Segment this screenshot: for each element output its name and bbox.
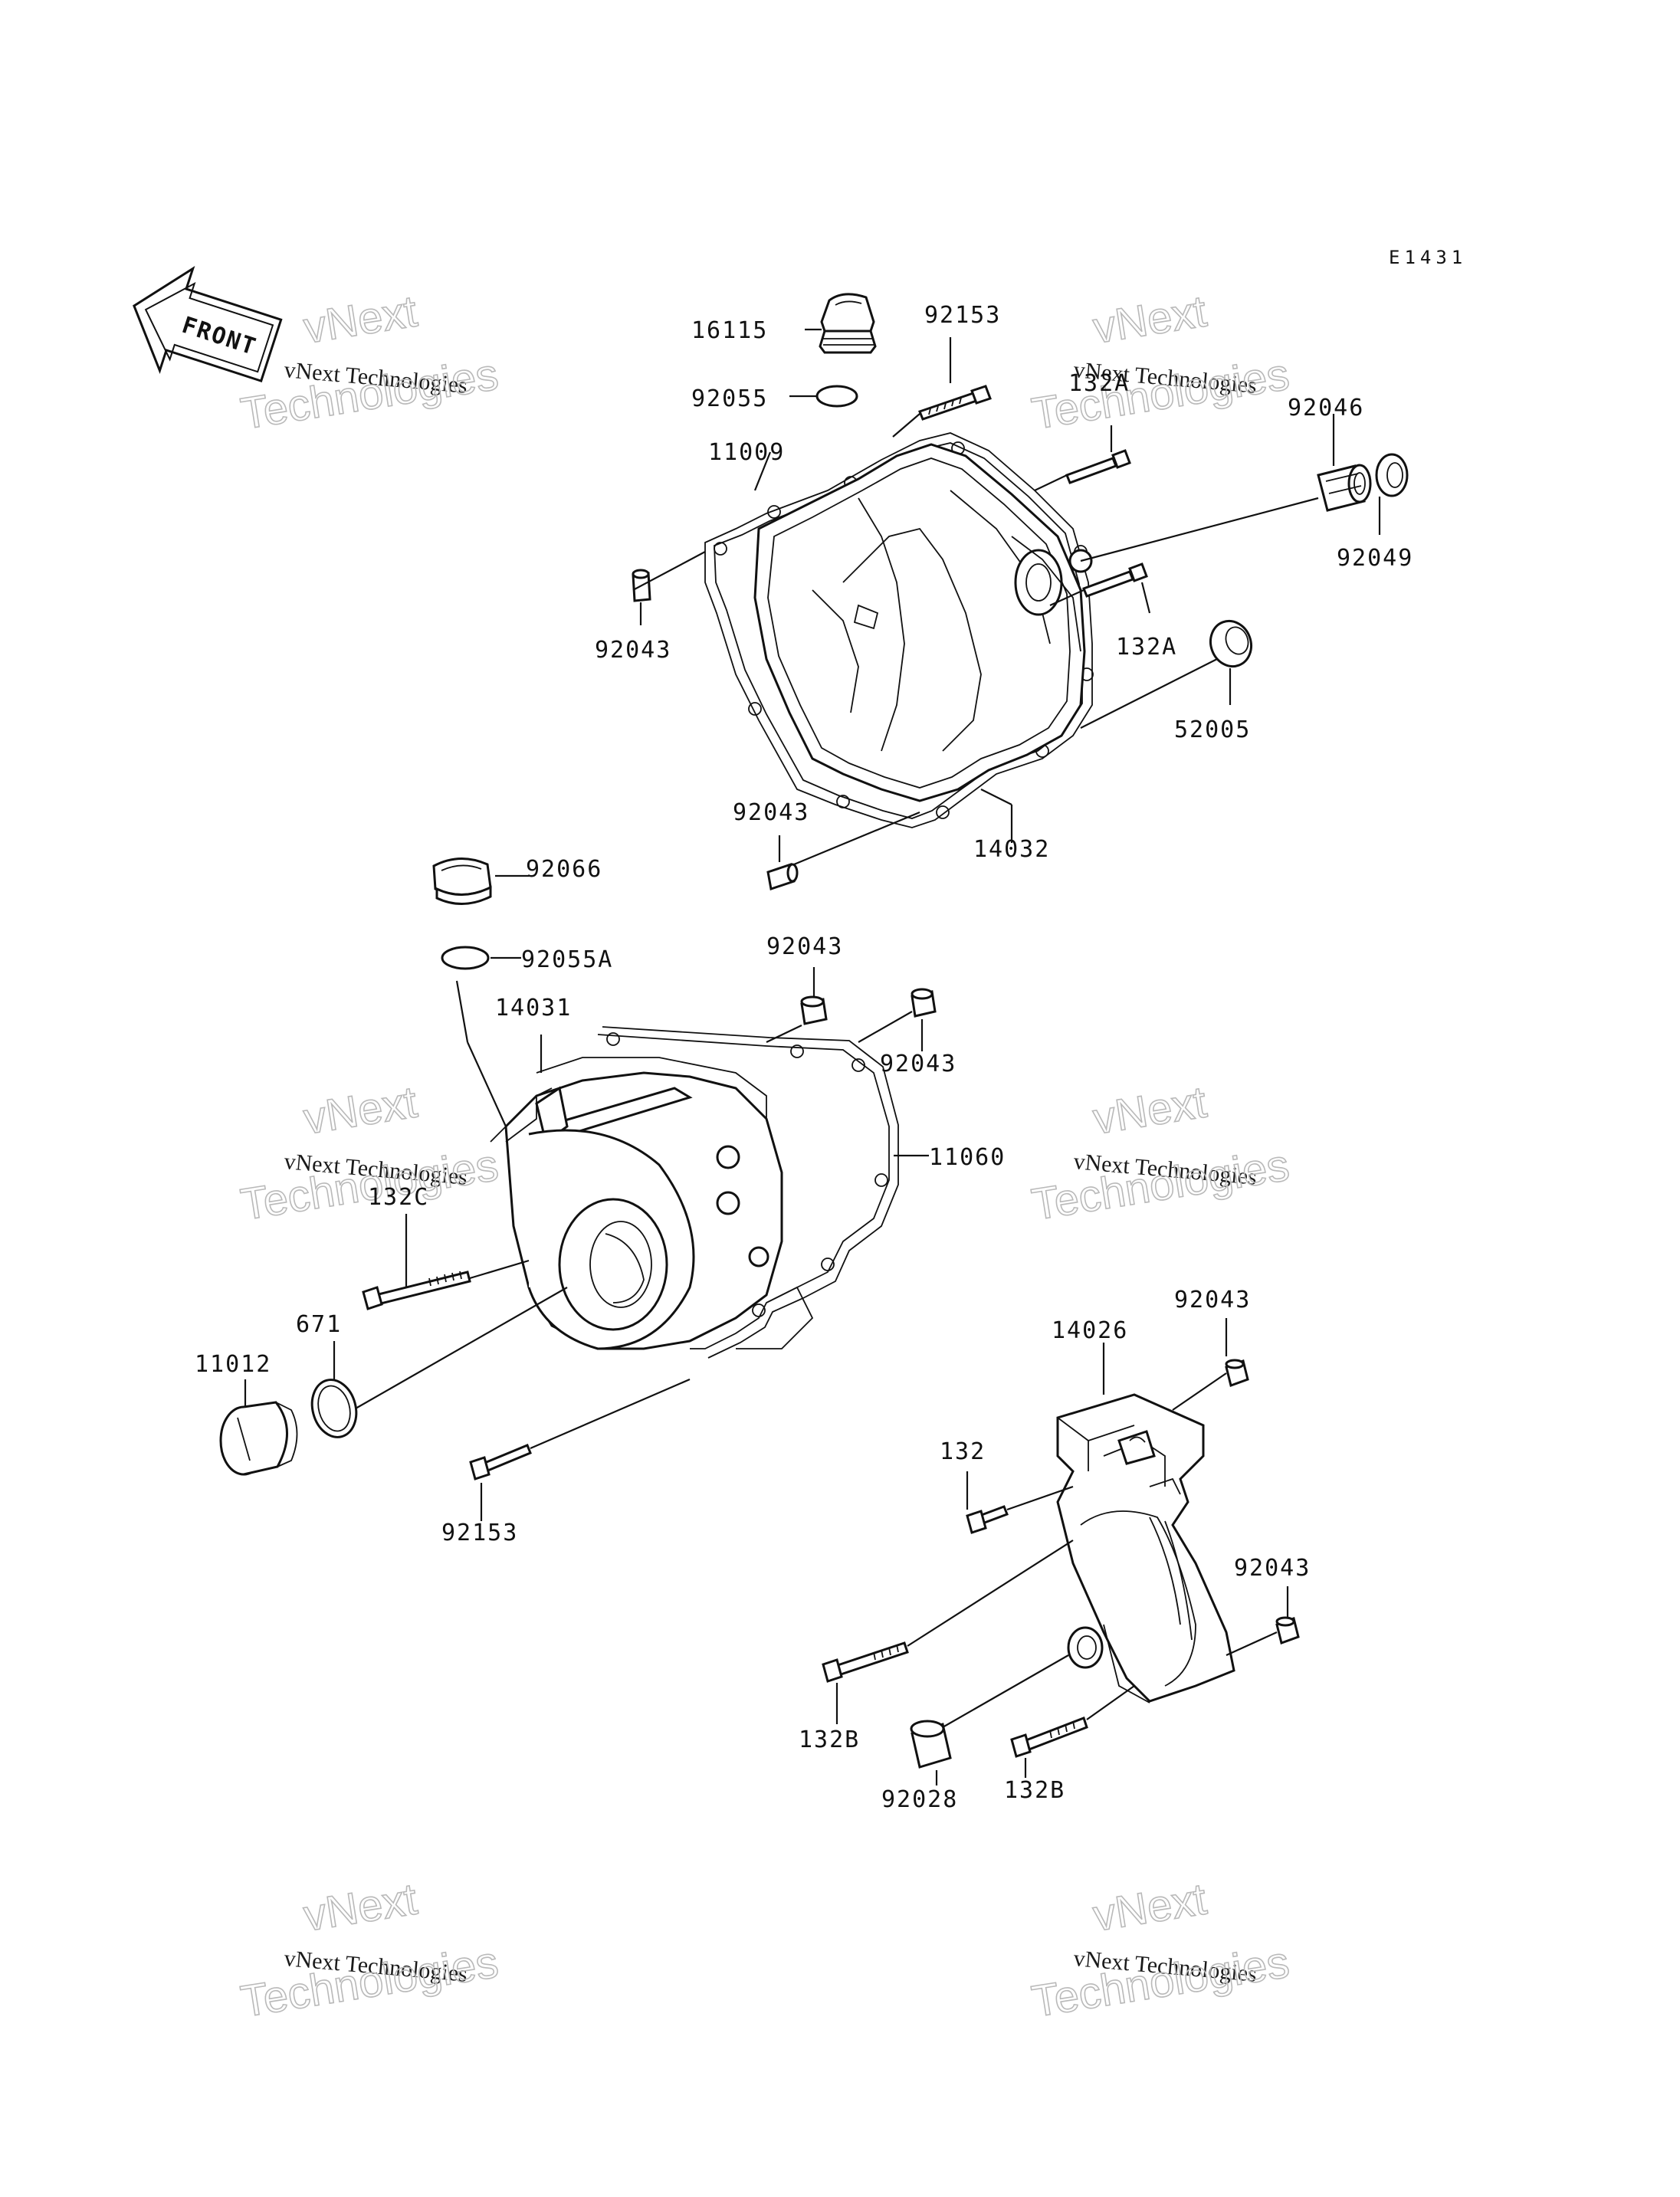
label-132B-right: 132B: [1004, 1777, 1065, 1804]
o-ring-92055: [815, 385, 858, 408]
needle-bearing-92046: [1317, 464, 1372, 512]
chain-cover-14026: [1056, 1393, 1235, 1703]
label-671: 671: [296, 1311, 342, 1338]
bolt-132B-right: [1010, 1717, 1088, 1758]
label-14026: 14026: [1052, 1317, 1128, 1344]
dowel-pin-92043-f: [1275, 1616, 1300, 1644]
svg-text:Technologies: Technologies: [1029, 1140, 1293, 1230]
label-92043-d: 92043: [880, 1051, 956, 1077]
label-132B-left: 132B: [799, 1726, 860, 1753]
leader-lines-lower-left: [244, 874, 929, 1521]
svg-text:Technologies: Technologies: [1029, 1937, 1293, 2027]
label-92153-top: 92153: [924, 302, 1001, 329]
watermark-bottom-right: vNext vNext Technologies Technologies: [1028, 1874, 1293, 2028]
leader-lines-lower-right: [835, 1318, 1289, 1785]
svg-text:vNext: vNext: [300, 286, 421, 353]
collar-92028: [910, 1720, 952, 1769]
oil-seal-52005: [1209, 619, 1252, 668]
bolt-132: [966, 1505, 1009, 1534]
front-arrow-icon: FRONT: [133, 265, 283, 383]
label-132: 132: [940, 1438, 986, 1465]
svg-text:Technologies: Technologies: [238, 349, 502, 439]
label-92043-c: 92043: [766, 933, 843, 960]
label-14032: 14032: [973, 836, 1050, 863]
label-92049: 92049: [1337, 545, 1413, 572]
bolt-132A-top: [1065, 449, 1131, 484]
watermark-top-right: vNext vNext Technologies Technologies: [1028, 286, 1293, 440]
oil-filler-cap-16115: [819, 293, 877, 354]
clutch-cover-14032: [753, 443, 1093, 802]
svg-text:vNext: vNext: [300, 1874, 421, 1940]
bolt-132C: [362, 1271, 471, 1310]
label-16115: 16115: [691, 317, 768, 344]
o-ring-671: [310, 1379, 358, 1438]
gasket-11060: [597, 1034, 890, 1349]
label-92043-a: 92043: [595, 637, 671, 664]
label-132C: 132C: [368, 1184, 429, 1211]
part-labels: 16115 92153 132A 92046 92055 11009 92049…: [195, 302, 1413, 1813]
leader-lines-upper: [632, 328, 1381, 866]
label-11009: 11009: [708, 439, 785, 466]
label-92153-bottom: 92153: [441, 1520, 518, 1546]
label-132A-top: 132A: [1068, 370, 1130, 397]
dowel-pin-92043-c: [800, 995, 828, 1025]
label-14031: 14031: [495, 995, 572, 1021]
label-92066: 92066: [526, 856, 602, 883]
gasket-11009: [704, 432, 1093, 828]
generator-cover-14031: [490, 1057, 814, 1350]
dowel-pin-92043-d: [911, 988, 937, 1018]
watermark-top-left: vNext vNext Technologies Technologies: [237, 286, 502, 440]
label-132A-mid: 132A: [1116, 634, 1177, 661]
svg-text:vNext: vNext: [1090, 1874, 1210, 1940]
plug-11012: [219, 1401, 298, 1476]
label-11060: 11060: [929, 1144, 1006, 1171]
label-92028: 92028: [881, 1786, 958, 1813]
svg-text:vNext: vNext: [1090, 286, 1210, 353]
dowel-pin-92043-e: [1225, 1359, 1249, 1387]
oil-seal-92049: [1375, 453, 1409, 497]
dowel-pin-92043-a: [632, 569, 651, 602]
label-92043-f: 92043: [1234, 1555, 1311, 1582]
svg-text:vNext: vNext: [1090, 1077, 1210, 1143]
label-52005: 52005: [1174, 716, 1251, 743]
bolt-132B-left: [822, 1641, 909, 1683]
label-92043-e: 92043: [1174, 1287, 1251, 1313]
bolt-92153-bottom: [469, 1444, 532, 1481]
svg-text:Technologies: Technologies: [238, 1937, 502, 2027]
diagram-code: E1431: [1389, 247, 1467, 268]
cap-92066: [432, 857, 492, 906]
label-92055: 92055: [691, 385, 768, 412]
watermark-bottom-left: vNext vNext Technologies Technologies: [237, 1874, 502, 2028]
label-92046: 92046: [1288, 395, 1364, 421]
bolt-92153-top: [918, 385, 992, 421]
svg-text:vNext: vNext: [300, 1077, 421, 1143]
label-11012: 11012: [195, 1351, 271, 1378]
watermark-mid-right: vNext vNext Technologies Technologies: [1028, 1077, 1293, 1231]
dowel-pin-92043-b: [766, 863, 799, 890]
o-ring-92055A: [441, 946, 490, 970]
label-92055A: 92055A: [521, 946, 613, 973]
bolt-132A-mid: [1082, 562, 1148, 598]
label-92043-b: 92043: [733, 799, 809, 826]
